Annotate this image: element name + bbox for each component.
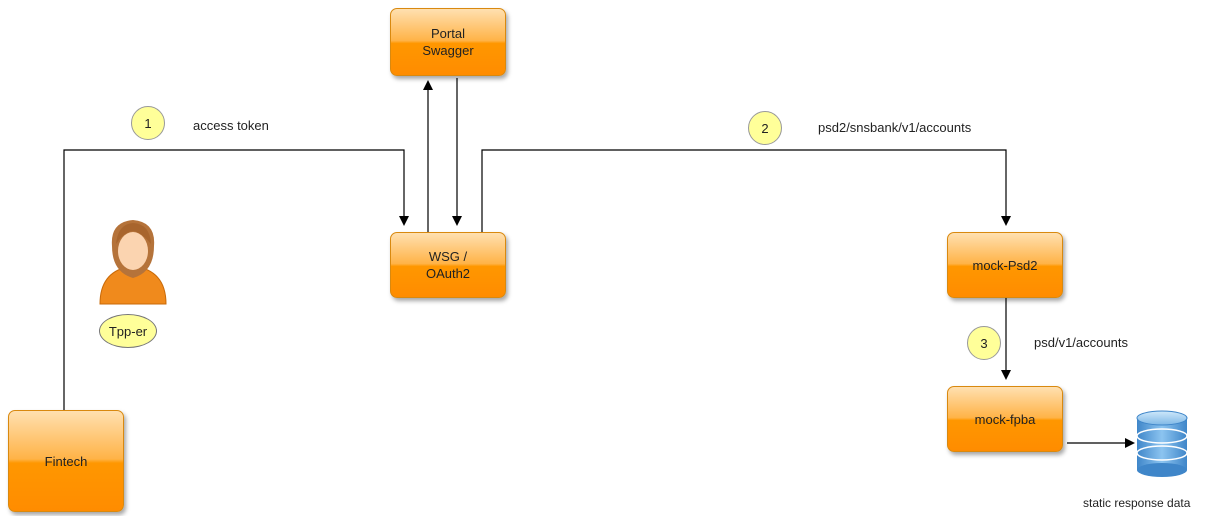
step-3-badge: 3	[967, 326, 1001, 360]
mock-psd2-label: mock-Psd2	[972, 257, 1038, 273]
step-1-number: 1	[144, 115, 152, 131]
step-2-number: 2	[761, 120, 769, 136]
wsg-oauth2-line-2: OAuth2	[425, 266, 471, 281]
step-1-label: access token	[193, 118, 269, 133]
step-2-badge: 2	[748, 111, 782, 145]
mock-psd2-node: mock-Psd2	[947, 232, 1063, 298]
person-icon	[99, 220, 167, 305]
fintech-label: Fintech	[44, 453, 88, 469]
step-2-label: psd2/snsbank/v1/accounts	[818, 120, 972, 135]
wsg-oauth2-node: WSG / OAuth2	[390, 232, 506, 298]
database-icon	[1136, 410, 1188, 477]
connector-fintech-to-wsg	[63, 149, 409, 410]
mock-fpba-node: mock-fpba	[947, 386, 1063, 452]
wsg-oauth2-line-1: WSG /	[428, 249, 468, 264]
portal-swagger-node: Portal Swagger	[390, 8, 506, 76]
fintech-node: Fintech	[8, 410, 124, 512]
actor-label-text: Tpp-er	[108, 323, 148, 339]
portal-swagger-line-1: Portal	[431, 26, 465, 41]
step-3-number: 3	[980, 335, 988, 351]
step-1-badge: 1	[131, 106, 165, 140]
step-3-label: psd/v1/accounts	[1034, 335, 1128, 350]
mock-fpba-label: mock-fpba	[974, 411, 1036, 427]
portal-swagger-line-2: Swagger	[422, 43, 474, 58]
actor-label: Tpp-er	[99, 314, 157, 348]
connector-wsg-to-mock-psd2	[481, 149, 1011, 232]
database-label: static response data	[1083, 496, 1191, 510]
